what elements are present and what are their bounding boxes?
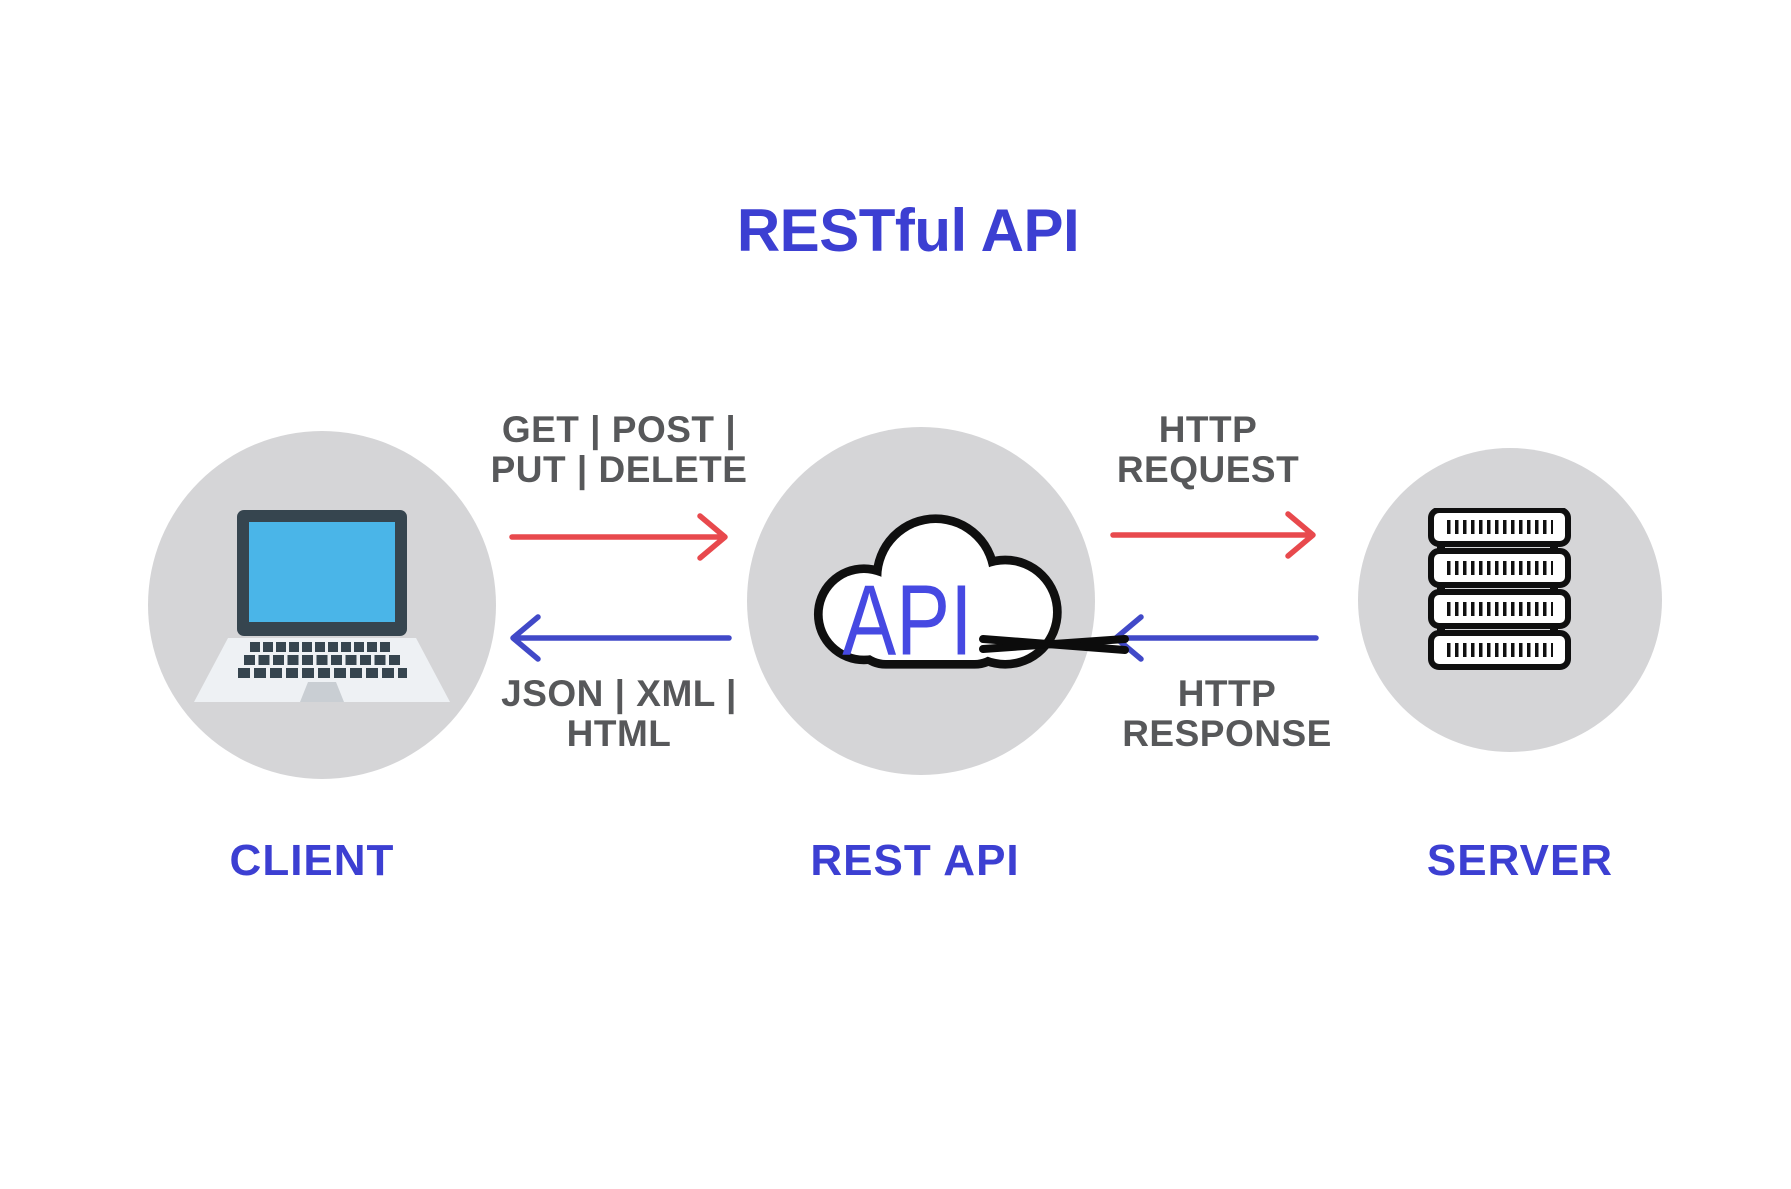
client-label: CLIENT xyxy=(229,836,395,885)
rest-api-label: REST API xyxy=(810,836,1020,885)
edge-label-http-response: HTTP RESPONSE xyxy=(1122,674,1332,754)
edge-label-line: HTML xyxy=(566,713,672,754)
edge-label-line: REQUEST xyxy=(1116,449,1300,490)
client-to-api-arrow xyxy=(509,513,728,561)
edge-label-json-xml-html: JSON | XML | HTML xyxy=(501,674,737,754)
server-to-api-arrow xyxy=(1113,614,1319,662)
edge-label-line: JSON | XML | xyxy=(501,673,737,714)
server-rack-icon xyxy=(1428,508,1571,670)
diagram-title: RESTful API xyxy=(736,197,1080,264)
laptop-icon xyxy=(194,510,450,702)
api-to-client-arrow xyxy=(510,614,732,662)
edge-label-get-post-put-delete: GET | POST | PUT | DELETE xyxy=(491,410,748,490)
cloud-api-icon: API xyxy=(813,514,1062,673)
edge-label-http-request: HTTP REQUEST xyxy=(1117,410,1299,490)
api-to-server-arrow xyxy=(1110,511,1316,559)
edge-label-line: PUT | DELETE xyxy=(490,449,748,490)
edge-label-line: HTTP xyxy=(1158,409,1258,450)
edge-label-line: HTTP xyxy=(1177,673,1277,714)
edge-label-line: GET | POST | xyxy=(501,409,737,450)
cloud-api-text: API xyxy=(842,565,972,673)
edge-label-line: RESPONSE xyxy=(1122,713,1332,754)
server-label: SERVER xyxy=(1426,836,1614,885)
